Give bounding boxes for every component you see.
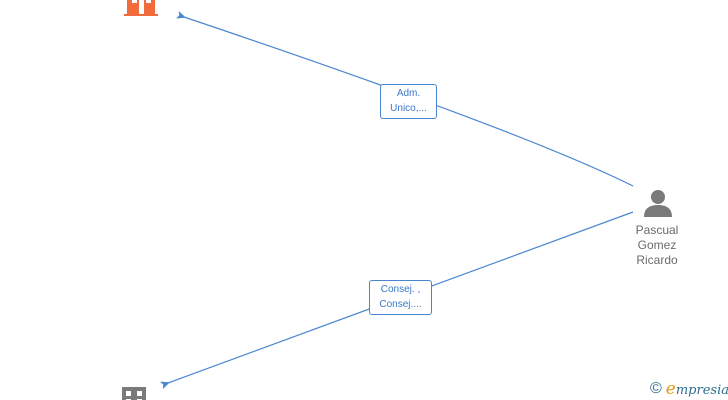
person-icon — [644, 190, 672, 217]
person-name[interactable]: Pascual Gomez Ricardo — [622, 223, 692, 268]
person-name-line-1: Pascual — [635, 223, 679, 237]
brand-logo: empresia — [666, 379, 728, 399]
edge-label-line: Consej.... — [379, 299, 422, 310]
company-node-top[interactable] — [124, 0, 158, 21]
edge-adm-unico — [176, 10, 634, 187]
brand-watermark: © empresia — [650, 379, 728, 399]
company-node-bottom[interactable] — [120, 387, 148, 400]
building-icon — [122, 387, 146, 400]
building-icon — [124, 0, 158, 16]
edge-label-line: Adm. — [396, 88, 421, 99]
person-name-line-2: Gomez — [637, 238, 677, 252]
edge-label-consejero[interactable]: Consej. , Consej.... — [369, 280, 432, 315]
copyright-icon: © — [650, 380, 662, 397]
person-node[interactable] — [643, 188, 673, 223]
person-name-line-3: Ricardo — [636, 253, 678, 267]
edge-label-line: Consej. , — [380, 284, 421, 295]
edge-label-adm-unico[interactable]: Adm. Unico,... — [380, 84, 437, 119]
brand-logo-rest: mpresia — [675, 383, 728, 398]
brand-logo-e: e — [665, 379, 676, 399]
edge-label-line: Unico,... — [390, 103, 427, 114]
